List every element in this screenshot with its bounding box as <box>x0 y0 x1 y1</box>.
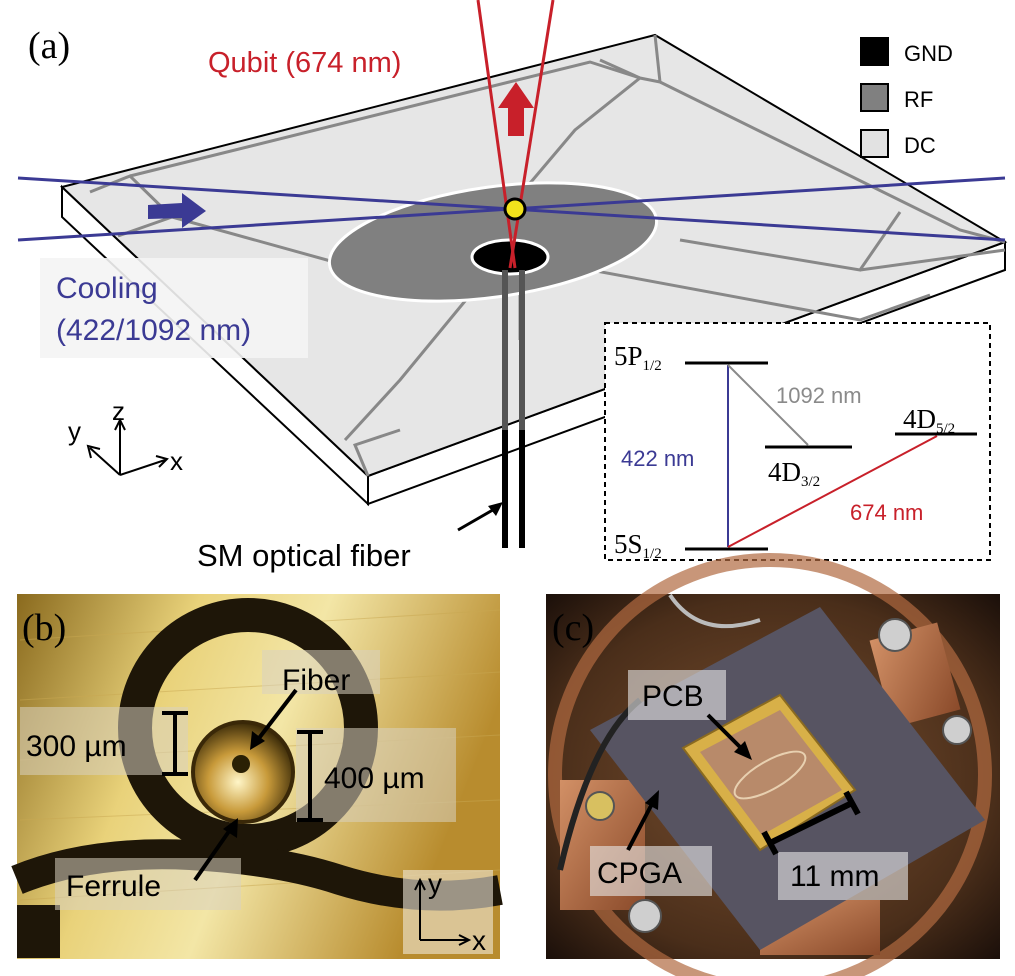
axis-x-label-a: x <box>170 446 183 476</box>
sm-optical-fiber <box>502 270 525 548</box>
panel-b: (b) Fiber 300 µm 400 µm Ferrule y x <box>11 594 503 959</box>
cooling-label-bg <box>40 258 308 358</box>
ferrule-arrow <box>193 825 234 882</box>
legend-label-dc: DC <box>904 133 936 158</box>
pcb-arrow <box>706 713 747 754</box>
axis-x-label-b: x <box>472 925 486 956</box>
pcb-label: PCB <box>642 680 704 713</box>
energy-level-inset: 5P1/2 5S1/2 4D3/2 4D5/2 422 nm 1092 nm 6… <box>604 322 991 562</box>
fiber-pointer-head <box>488 502 503 516</box>
transition-1092 <box>727 364 809 446</box>
scale-label: 11 mm <box>790 860 879 893</box>
label-4d32: 4D3/2 <box>768 457 820 490</box>
dim-400-bar <box>297 730 323 822</box>
ion <box>503 197 527 221</box>
panel-b-label: (b) <box>22 607 66 649</box>
dimension-400-label: 400 µm <box>324 762 425 795</box>
fiber-core <box>232 755 250 773</box>
legend-label-rf: RF <box>904 87 933 112</box>
panel-c: (c) PCB CPGA 11 mm <box>546 553 1000 976</box>
coordinate-axes-a <box>86 417 169 476</box>
label-674: 674 nm <box>850 500 923 525</box>
qubit-arrow <box>498 82 534 136</box>
scale-bar <box>761 790 861 856</box>
label-5p: 5P1/2 <box>614 341 662 374</box>
legend-label-gnd: GND <box>904 41 953 66</box>
gnd-hole <box>470 238 550 276</box>
ferrule-label: Ferrule <box>66 870 161 903</box>
cooling-label-line2: (422/1092 nm) <box>56 314 251 347</box>
transition-674 <box>727 435 938 548</box>
label-422: 422 nm <box>621 446 694 471</box>
label-4d52: 4D5/2 <box>903 404 955 437</box>
dimension-300-label: 300 µm <box>26 730 127 763</box>
panel-a: (a) Qubit (674 nm) Cooling (422/1092 nm)… <box>17 0 1008 573</box>
legend-swatch-gnd <box>860 37 889 66</box>
label-5s: 5S1/2 <box>614 529 662 562</box>
cpga-label: CPGA <box>597 857 682 890</box>
axis-z-label-a: z <box>112 396 125 426</box>
cpga-arrow <box>626 799 656 851</box>
cooling-arrow <box>148 193 206 228</box>
axis-y-label-b: y <box>428 868 442 899</box>
cooling-label-line1: Cooling <box>56 272 158 305</box>
label-1092: 1092 nm <box>776 383 862 408</box>
axis-y-label-a: y <box>68 416 81 446</box>
electrode-legend: GND RF DC <box>860 37 953 158</box>
panel-a-label: (a) <box>28 25 70 67</box>
qubit-label: Qubit (674 nm) <box>208 47 401 79</box>
fiber-arrow-b <box>254 688 298 744</box>
legend-swatch-rf <box>860 83 889 112</box>
legend-swatch-dc <box>860 129 889 158</box>
dim-300-bar <box>162 711 188 776</box>
coordinate-axes-b <box>414 877 472 946</box>
fiber-label: SM optical fiber <box>197 538 411 573</box>
panel-c-label: (c) <box>552 607 594 649</box>
fiber-pointer <box>457 505 499 532</box>
qubit-beams <box>476 0 555 269</box>
